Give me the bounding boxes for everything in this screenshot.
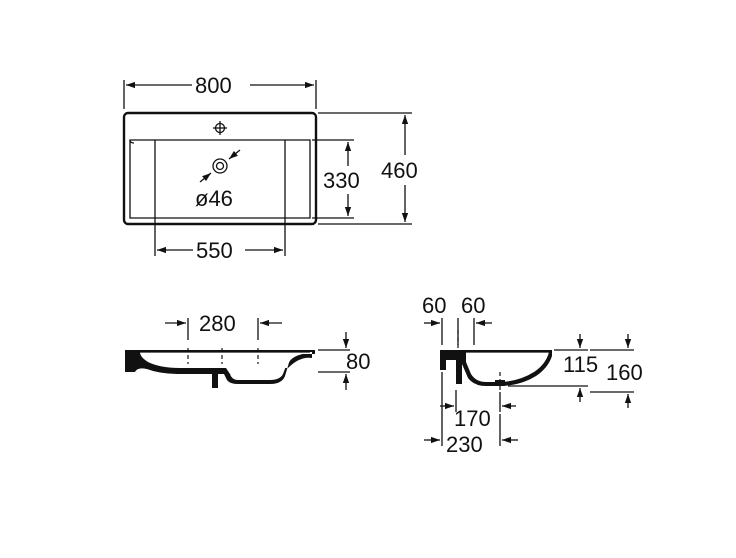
top-view: ø46 800 460 330 550 (122, 73, 418, 263)
side-view: 60 60 115 160 170 230 (422, 293, 643, 457)
drain-diameter-label: ø46 (195, 186, 233, 211)
drain-offset-dimension-label: 170 (454, 406, 491, 431)
width-dimension-label: 800 (195, 73, 232, 98)
basin-outline (122, 111, 318, 226)
bowl-height-dimension-label: 115 (563, 352, 598, 377)
offset-left-dimension-label: 60 (422, 293, 446, 318)
total-height-dimension-label: 160 (606, 360, 643, 385)
drain-icon (212, 158, 228, 174)
tap-spacing-dimension-label: 280 (199, 311, 236, 336)
bowl-width-dimension-label: 550 (196, 238, 233, 263)
bowl-outline (129, 139, 311, 219)
depth-dimension-label: 460 (381, 158, 418, 183)
front-view: 280 80 (125, 311, 370, 390)
bowl-depth-dimension-label: 330 (323, 168, 360, 193)
height-dimension-label: 80 (346, 349, 370, 374)
overall-depth-dimension-label: 230 (446, 432, 483, 457)
offset-right-dimension-label: 60 (461, 293, 485, 318)
